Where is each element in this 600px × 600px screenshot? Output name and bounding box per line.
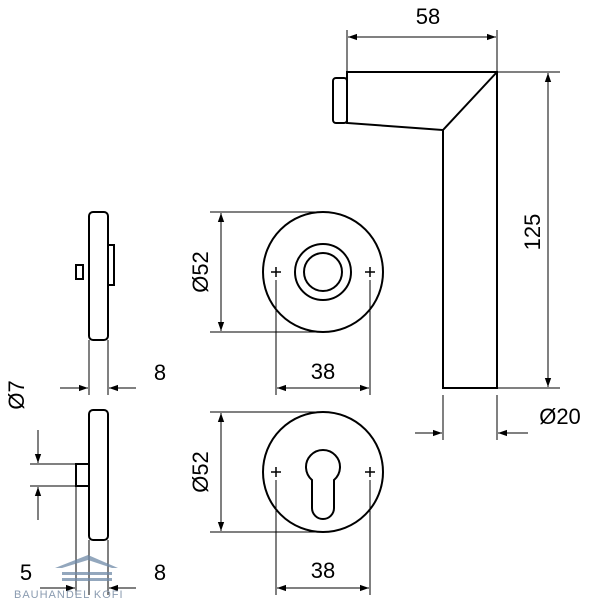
rose-spindle-inner xyxy=(303,252,343,292)
dim-lever-height xyxy=(497,71,560,389)
side-rose-pin xyxy=(75,264,84,280)
label-rose-width: 38 xyxy=(311,359,335,384)
lever-rose xyxy=(332,77,348,124)
watermark-text: BAUHANDEL KOFI xyxy=(14,589,124,600)
rose-spindle-outer xyxy=(294,243,352,301)
screw-mark-left xyxy=(271,267,281,277)
side-escutcheon-plate xyxy=(88,409,109,541)
dim-side-rose-thickness xyxy=(60,340,136,395)
round-rose xyxy=(262,211,384,333)
side-escutcheon-spindle xyxy=(75,463,90,487)
label-lever-diameter: Ø20 xyxy=(539,404,581,429)
side-view-escutcheon xyxy=(75,409,109,541)
label-side-spindle-length: 5 xyxy=(20,560,32,585)
key-escutcheon xyxy=(262,411,384,533)
dim-rose-diameter xyxy=(210,211,323,333)
label-escutcheon-diameter: Ø52 xyxy=(188,451,213,493)
screw-mark-right xyxy=(365,467,375,477)
label-side-spindle-diameter: Ø7 xyxy=(4,380,29,409)
label-rose-diameter: Ø52 xyxy=(188,251,213,293)
label-side-rose-thickness: 8 xyxy=(154,360,166,385)
dim-lever-diameter xyxy=(415,395,528,440)
label-escutcheon-width: 38 xyxy=(311,558,335,583)
screw-mark-right xyxy=(365,267,375,277)
label-lever-height: 125 xyxy=(520,214,545,251)
dim-lever-width xyxy=(346,30,498,72)
watermark-roof-icon xyxy=(55,555,118,568)
label-lever-width: 58 xyxy=(416,4,440,29)
side-view-rose xyxy=(75,211,115,341)
dim-side-spindle-diameter xyxy=(30,430,76,520)
lever-bend-line xyxy=(442,71,498,131)
dim-side-escutcheon xyxy=(40,486,136,595)
screw-mark-left xyxy=(271,467,281,477)
cylinder-keyhole xyxy=(305,449,341,520)
side-rose-plate xyxy=(88,211,109,341)
watermark-logo xyxy=(55,555,118,581)
dim-rose-width xyxy=(275,280,371,395)
dim-escutcheon-diameter xyxy=(210,411,323,533)
label-side-escutcheon-thickness: 8 xyxy=(154,560,166,585)
dim-escutcheon-width xyxy=(275,480,371,595)
side-rose-collar xyxy=(107,244,115,286)
